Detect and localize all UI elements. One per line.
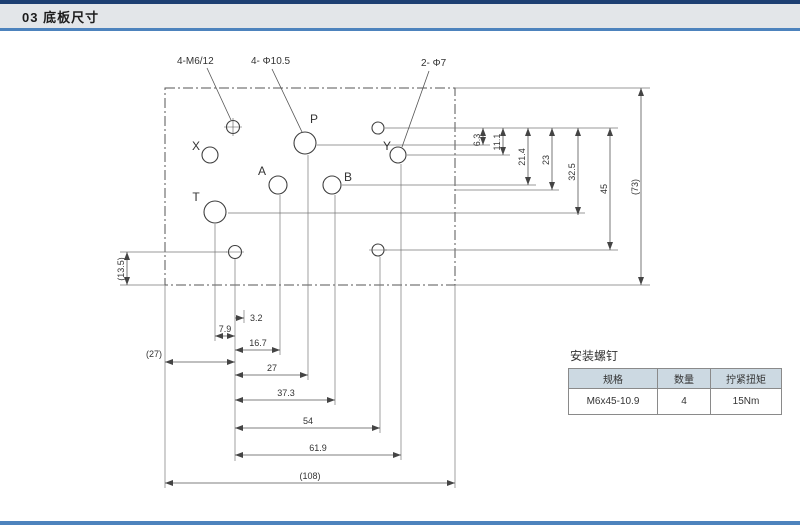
plate-outline xyxy=(164,87,456,286)
dim-right-5: 45 xyxy=(599,184,609,194)
page-title: 03 底板尺寸 xyxy=(22,9,100,25)
hole-port-y xyxy=(389,146,407,164)
dim-right-0: 6.3 xyxy=(472,134,482,147)
callout-thread-holes: 4-M6/12 xyxy=(177,56,214,67)
dim-bottom-2: 16.7 xyxy=(249,338,267,348)
hole-port-b xyxy=(322,175,342,195)
hole-port-p xyxy=(293,131,317,155)
screw-table-block: 安装螺钉 规格 数量 拧紧扭矩 M6x45-10.9 4 15Nm xyxy=(568,347,782,415)
screw-torque-cell: 15Nm xyxy=(710,388,782,415)
dim-bottom-0: 3.2 xyxy=(250,313,263,323)
dim-left-horizontal: (27) xyxy=(146,349,162,359)
screw-spec-cell: M6x45-10.9 xyxy=(568,388,658,415)
dim-right-6: (73) xyxy=(630,179,640,195)
leader-lines xyxy=(206,67,430,148)
hole-port-x xyxy=(201,146,219,164)
dim-bottom-1: 7.9 xyxy=(219,324,232,334)
dim-right-2: 21.4 xyxy=(517,148,527,166)
screw-qty-cell: 4 xyxy=(657,388,711,415)
header-band: 03 底板尺寸 xyxy=(0,4,800,28)
header-bottom-stripe xyxy=(0,28,800,31)
screw-table-header-spec: 规格 xyxy=(568,368,658,389)
dim-right-3: 23 xyxy=(541,155,551,165)
port-label-t: T xyxy=(192,190,200,204)
port-label-y: Y xyxy=(383,139,391,153)
dim-left-vertical: (13.5) xyxy=(116,257,126,281)
dim-bottom-7: (108) xyxy=(299,471,320,481)
footer-stripe xyxy=(0,521,800,525)
dim-bottom-3: 27 xyxy=(267,363,277,373)
callout-small-holes: 2- Φ7 xyxy=(421,58,447,69)
hole-port-a xyxy=(268,175,288,195)
hole-center-marks xyxy=(224,118,387,253)
port-label-x: X xyxy=(192,139,200,153)
dim-right-1: 11.1 xyxy=(492,134,502,151)
screw-table-header-qty: 数量 xyxy=(657,368,711,389)
screw-table-title: 安装螺钉 xyxy=(570,349,619,363)
dimension-lines xyxy=(124,88,644,486)
extension-lines xyxy=(120,87,650,488)
dim-bottom-5: 54 xyxy=(303,416,313,426)
screw-table-header-row: 规格 数量 拧紧扭矩 xyxy=(568,368,782,389)
port-label-b: B xyxy=(344,170,352,184)
port-label-a: A xyxy=(258,164,266,178)
dim-right-4: 32.5 xyxy=(567,163,577,181)
screw-table: 规格 数量 拧紧扭矩 M6x45-10.9 4 15Nm xyxy=(568,368,782,415)
dim-bottom-6: 61.9 xyxy=(309,443,327,453)
hole-port-t xyxy=(203,200,227,224)
screw-table-data-row: M6x45-10.9 4 15Nm xyxy=(568,388,782,415)
header-top-stripe xyxy=(0,0,800,4)
dim-bottom-4: 37.3 xyxy=(277,388,295,398)
hole-small-topright xyxy=(371,121,385,135)
port-label-p: P xyxy=(310,112,318,126)
screw-table-header-torque: 拧紧扭矩 xyxy=(710,368,782,389)
callout-large-holes: 4- Φ10.5 xyxy=(251,56,291,67)
holes xyxy=(201,119,407,260)
